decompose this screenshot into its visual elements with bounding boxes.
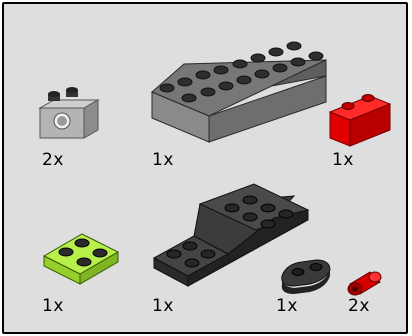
- brick-2x8-part: [152, 42, 326, 142]
- qty-technic-brick: 2x: [42, 152, 64, 169]
- parts-list-panel: 2x 1x 1x 1x 1x 1x 2x: [2, 2, 408, 334]
- qty-brick-2x8: 1x: [152, 152, 174, 169]
- technic-pin-part: [348, 272, 381, 295]
- qty-plate-1x2-rounded: 1x: [276, 298, 298, 315]
- qty-bracket-plate: 1x: [152, 298, 174, 315]
- qty-plate-2x2-lime: 1x: [42, 298, 64, 315]
- plate-2x2-lime-part: [44, 234, 118, 284]
- qty-brick-1x2-red: 1x: [332, 152, 354, 169]
- plate-1x2-rounded-part: [282, 260, 330, 294]
- qty-technic-pin: 2x: [348, 298, 370, 315]
- brick-1x2-red-part: [330, 95, 390, 147]
- technic-brick-part: [40, 87, 98, 138]
